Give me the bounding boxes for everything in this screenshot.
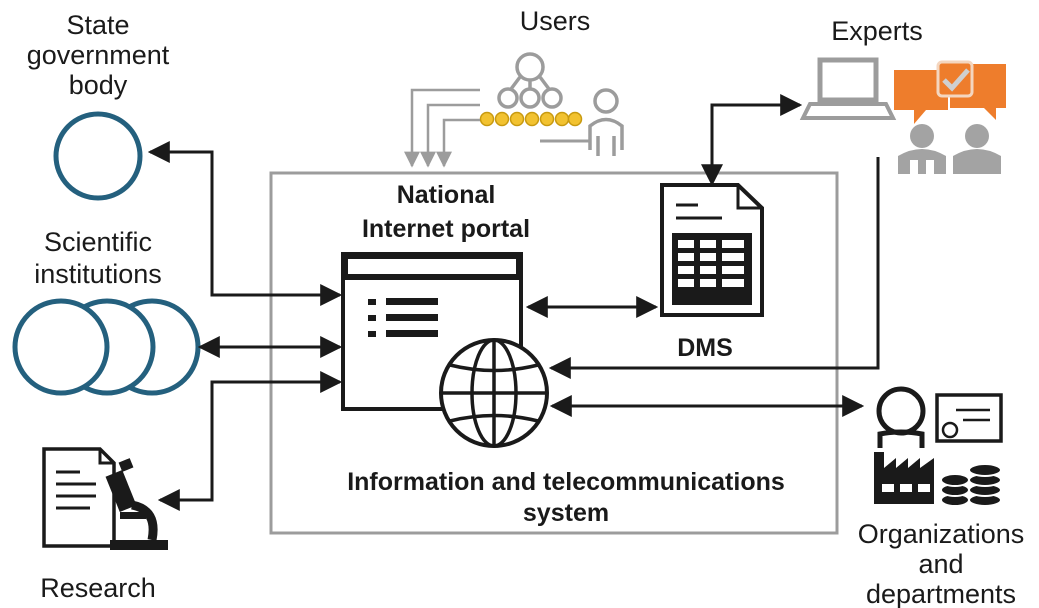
scientific-institutions-circles-icon: [12, 298, 201, 396]
label-research: Research: [40, 573, 156, 603]
label-line: Internet portal: [362, 215, 530, 243]
arrow-state-body-portal: [147, 141, 343, 306]
users-input-arrows: [404, 88, 480, 168]
arrow-experts-system: [548, 157, 880, 379]
arrow-research-portal: [157, 371, 343, 511]
label-experts: Experts: [831, 16, 923, 46]
label-line: Organizations: [858, 519, 1025, 549]
label-line: institutions: [34, 259, 162, 289]
label-organizations-departments: Organizations and departments: [858, 519, 1025, 608]
dms-document-icon: [660, 183, 764, 317]
globe-icon: [439, 338, 549, 448]
label-scientific-institutions: Scientific institutions: [34, 227, 162, 289]
label-state-government-body: State government body: [27, 10, 170, 100]
label-line: National: [397, 181, 496, 209]
research-icon: [42, 447, 168, 550]
label-line: departments: [866, 579, 1016, 608]
organizations-icon: [874, 386, 1003, 507]
arrow-experts-dms: [701, 94, 803, 187]
experts-icon: [799, 57, 1006, 174]
label-line: body: [69, 70, 128, 100]
label-line: State: [66, 10, 129, 40]
label-national-internet-portal: National Internet portal: [362, 181, 530, 243]
label-line: and: [918, 549, 963, 579]
label-information-system: Information and telecommunications syste…: [347, 468, 785, 527]
label-dms: DMS: [677, 334, 733, 362]
users-icon: [479, 52, 624, 156]
label-users: Users: [520, 6, 591, 36]
label-line: Scientific: [44, 227, 152, 257]
label-line: system: [523, 499, 609, 527]
label-line: Information and telecommunications: [347, 468, 785, 496]
label-line: government: [27, 40, 170, 70]
state-body-circle-icon: [53, 111, 143, 201]
